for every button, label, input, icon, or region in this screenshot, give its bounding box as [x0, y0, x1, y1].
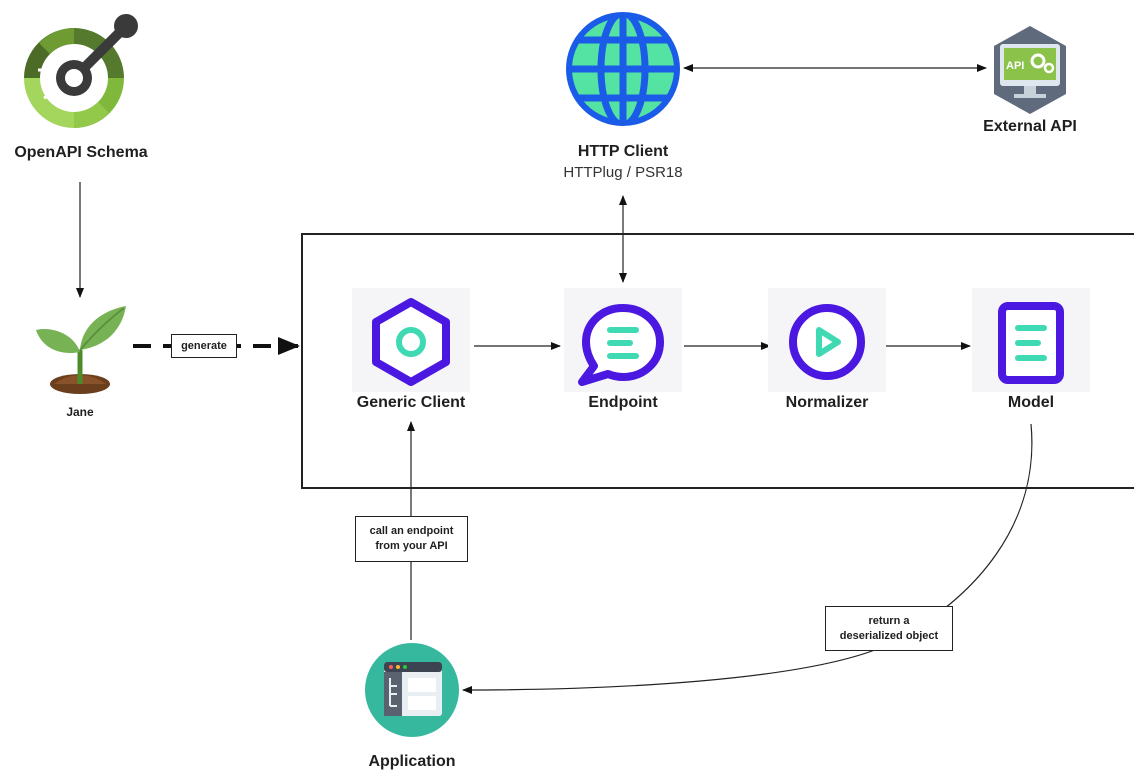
generic-client-label: Generic Client	[356, 394, 466, 411]
core-container	[301, 233, 1134, 489]
http-client-label: HTTP Client	[577, 143, 669, 160]
node-http-client	[562, 8, 684, 130]
globe-icon	[566, 12, 680, 126]
normalizer-label: Normalizer	[785, 394, 869, 411]
api-monitor-icon: API	[994, 26, 1066, 114]
return-note-line1: return a	[868, 614, 910, 627]
node-model	[972, 288, 1090, 392]
hexagon-icon	[372, 298, 450, 386]
node-application	[364, 642, 460, 738]
application-label: Application	[368, 753, 456, 770]
external-api-label: External API	[983, 118, 1077, 135]
endpoint-label: Endpoint	[588, 394, 658, 411]
node-jane	[32, 300, 128, 396]
play-circle-icon	[789, 304, 865, 380]
node-normalizer	[768, 288, 886, 392]
jane-label: Jane	[66, 405, 94, 419]
node-external-api: API	[990, 24, 1070, 116]
generate-label: generate	[181, 339, 227, 352]
http-client-sublabel: HTTPlug / PSR18	[563, 164, 683, 181]
return-note-line2: deserialized object	[839, 629, 939, 642]
app-window-icon	[365, 643, 459, 737]
generate-tag: generate	[171, 334, 237, 358]
sprout-icon	[36, 306, 126, 394]
document-icon	[998, 302, 1064, 384]
model-label: Model	[1007, 394, 1055, 411]
call-note-line2: from your API	[375, 540, 448, 552]
openapi-label: OpenAPI Schema	[14, 144, 148, 161]
chat-bubble-icon	[578, 304, 664, 386]
call-note-line1: call an endpoint	[369, 525, 454, 537]
return-object-note: return a deserialized object	[825, 606, 953, 651]
svg-text:API: API	[1006, 60, 1024, 72]
node-openapi	[18, 12, 142, 136]
call-endpoint-note: call an endpoint from your API	[355, 516, 468, 562]
node-generic-client	[352, 288, 470, 392]
node-endpoint	[564, 288, 682, 392]
openapi-logo-icon	[24, 14, 138, 128]
